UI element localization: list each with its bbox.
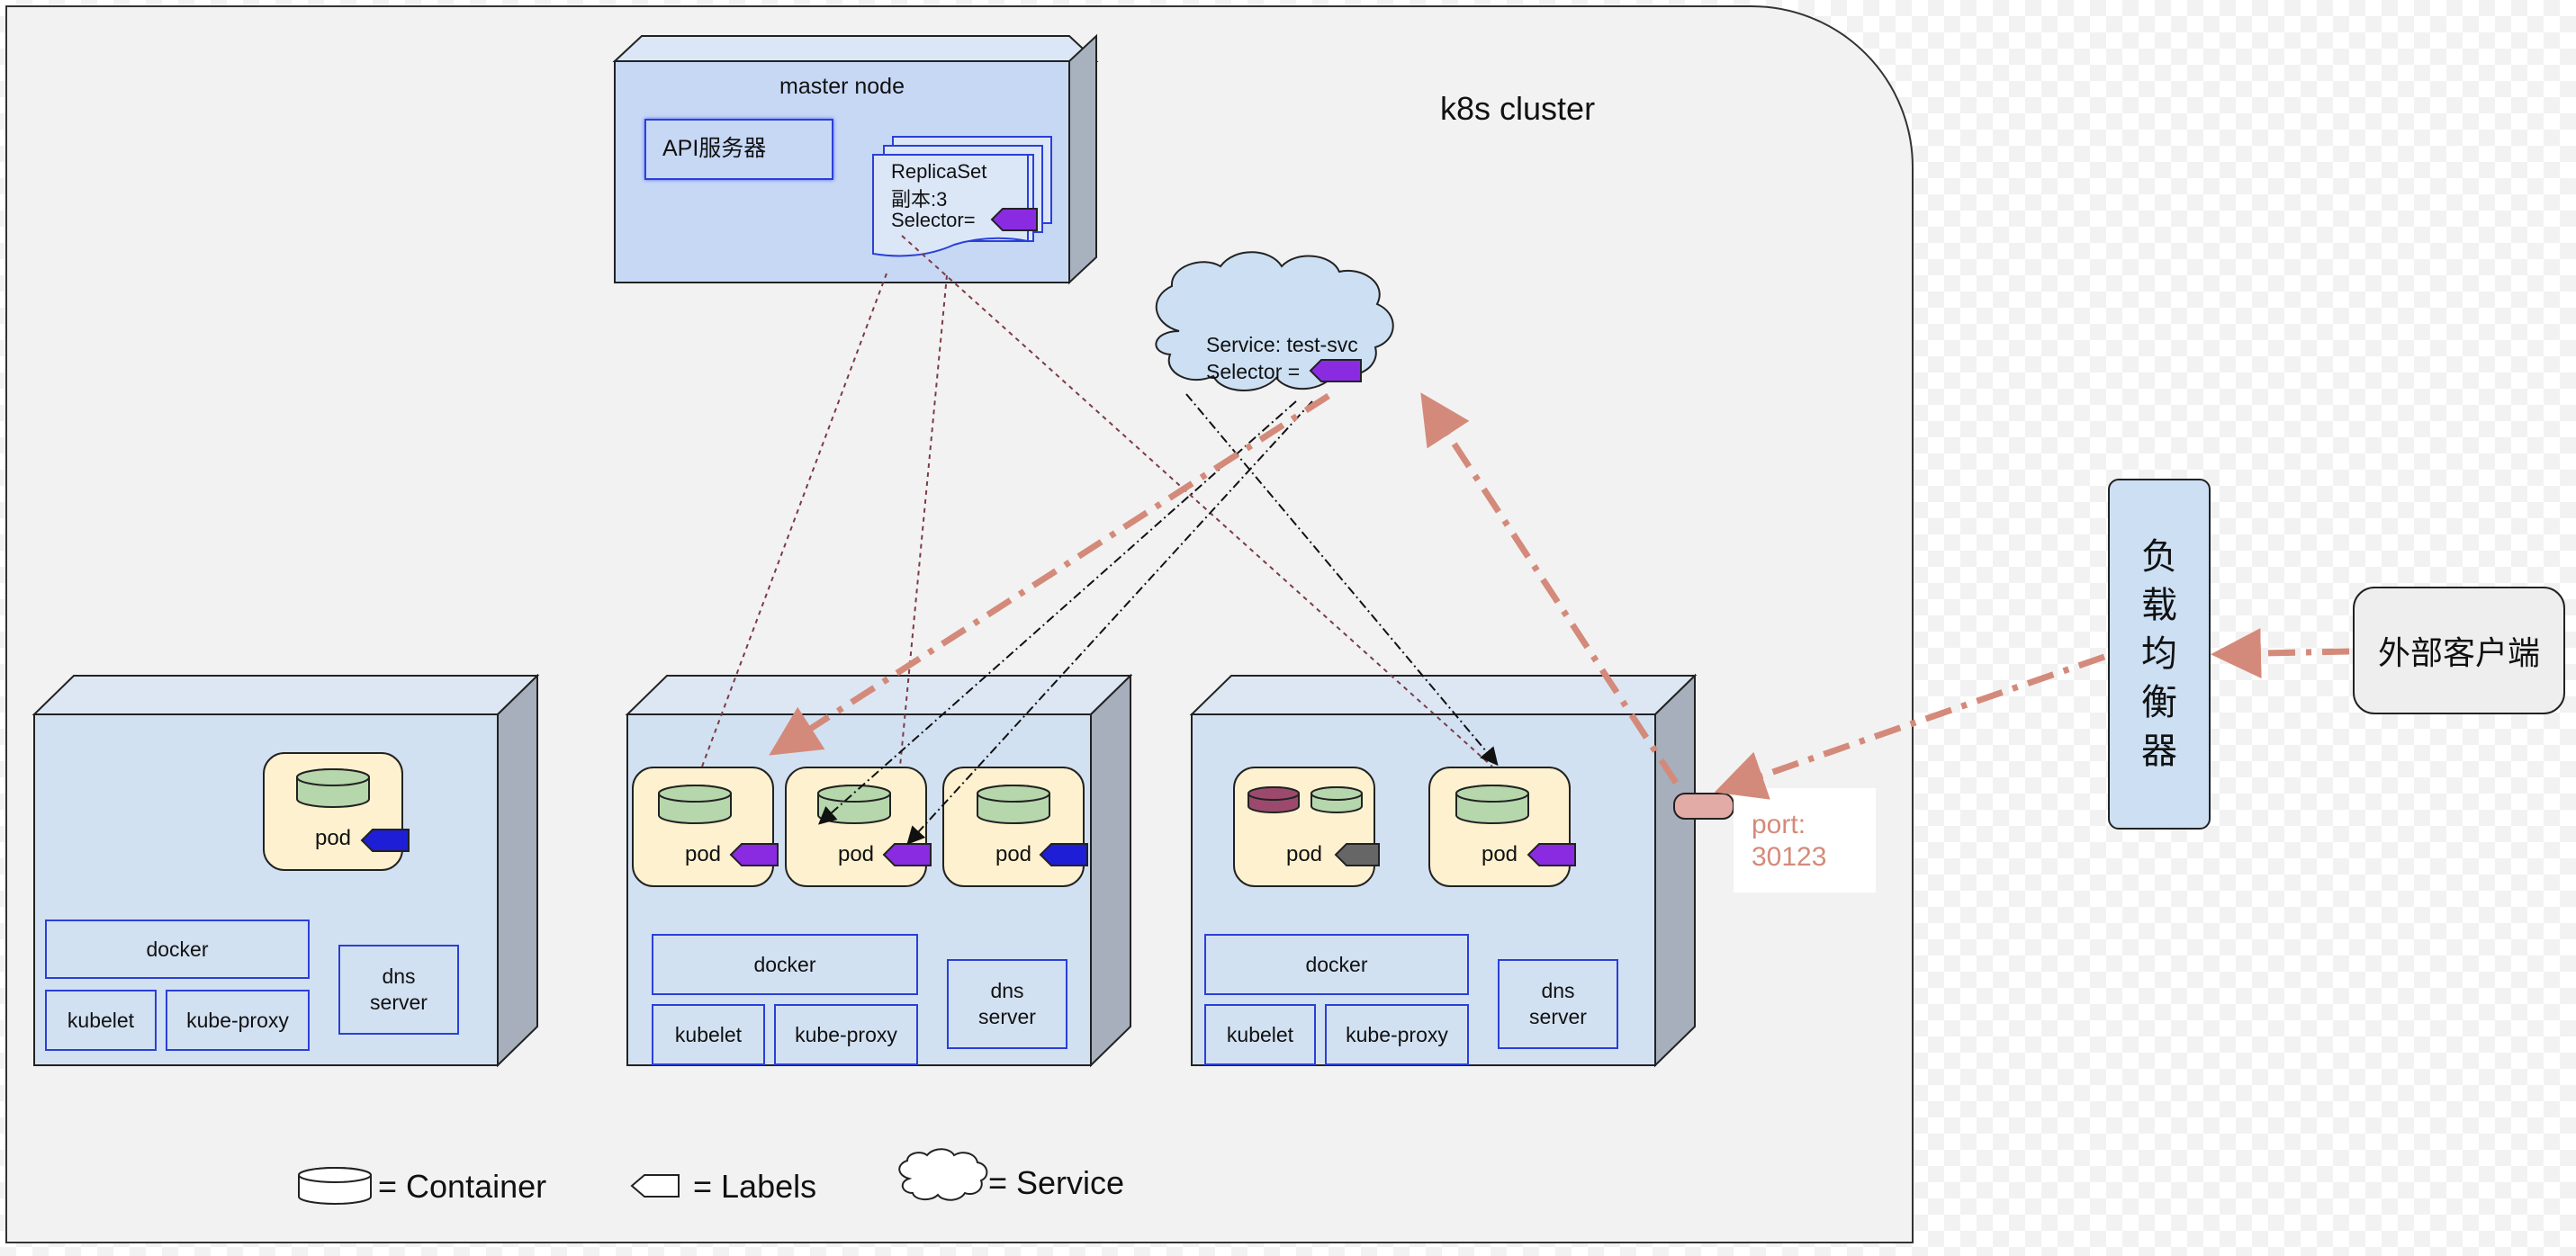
service-line1: Service: test-svc	[1206, 333, 1358, 356]
legend-labels: = Labels	[693, 1168, 817, 1205]
container-icon	[298, 1167, 372, 1205]
rs-link	[899, 274, 948, 767]
label-icon	[360, 829, 410, 852]
replicaset-line2: 副本:3	[891, 188, 948, 211]
kubelet-box: kubelet	[652, 1004, 765, 1065]
api-server-box: API服务器	[644, 119, 833, 180]
kube-proxy-box: kube-proxy	[774, 1004, 918, 1065]
container-icon	[1311, 786, 1363, 813]
label-icon	[1039, 843, 1088, 866]
docker-box: docker	[1204, 934, 1469, 995]
pod: pod	[1233, 767, 1375, 887]
svc-link	[818, 400, 1297, 825]
pod: pod	[785, 767, 927, 887]
port-line2: 30123	[1752, 842, 1827, 872]
label-icon	[1527, 843, 1576, 866]
label-icon	[630, 1174, 680, 1198]
rs-link	[901, 235, 1493, 767]
kube-proxy-box: kube-proxy	[166, 990, 310, 1051]
docker-box: docker	[652, 934, 918, 995]
container-icon	[1247, 786, 1300, 813]
replicaset-line3: Selector=	[891, 209, 976, 231]
cluster-title: k8s cluster	[1440, 90, 1596, 127]
external-client: 外部客户端	[2353, 587, 2565, 714]
kube-proxy-box: kube-proxy	[1325, 1004, 1469, 1065]
service-line2: Selector =	[1206, 360, 1301, 383]
kubelet-box: kubelet	[1204, 1004, 1316, 1065]
label-icon	[729, 843, 779, 866]
replicaset-line1: ReplicaSet	[891, 160, 987, 183]
legend-service: = Service	[988, 1164, 1125, 1201]
rs-link	[701, 273, 887, 767]
port-box	[1734, 788, 1876, 893]
traffic-arrow	[1420, 392, 1679, 785]
docker-box: docker	[45, 920, 310, 979]
traffic-arrow	[2211, 628, 2350, 679]
label-icon	[882, 843, 932, 866]
master-node-title: master node	[779, 74, 905, 99]
legend-container: = Container	[378, 1168, 547, 1205]
api-server-label: API服务器	[662, 136, 767, 162]
port-line1: port:	[1752, 810, 1806, 839]
load-balancer: 负 载 均 衡 器	[2108, 479, 2211, 830]
traffic-arrow	[769, 393, 1330, 756]
kubelet-box: kubelet	[45, 990, 157, 1051]
service-cloud-icon	[898, 1148, 988, 1201]
label-icon	[1334, 843, 1380, 866]
traffic-arrow	[1714, 653, 2106, 800]
